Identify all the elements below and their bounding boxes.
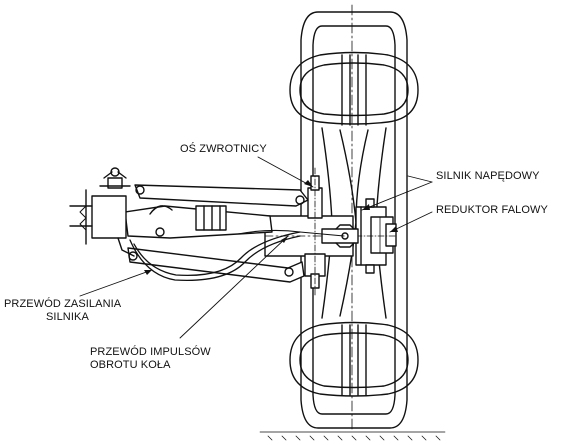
label-reduktor-falowy: REDUKTOR FALOWY (436, 204, 548, 216)
steering-knuckle (264, 167, 359, 297)
arrowhead-motor (362, 204, 370, 210)
ground (259, 431, 446, 441)
arrowhead-kingpin (304, 180, 313, 187)
label-przewod-impulsow: PRZEWÓD IMPULSÓW OBROTU KOŁA (90, 346, 211, 371)
hub-motor (355, 198, 397, 274)
label-przewod-zasilania: PRZEWÓD ZASILANIA SILNIKA (4, 298, 122, 323)
chassis-mount (69, 167, 135, 257)
arrowhead-impulse (281, 236, 288, 243)
leader-lines (79, 156, 433, 339)
label-silnik-napedowy: SILNIK NAPĘDOWY (436, 170, 540, 182)
suspension (124, 184, 309, 283)
arrowhead-supply (144, 270, 152, 275)
impulse-cable (237, 229, 345, 237)
motor-supply-cable (129, 231, 301, 282)
label-os-zwrotnicy: OŚ ZWROTNICY (180, 143, 267, 155)
arrowhead-reducer (390, 226, 398, 232)
